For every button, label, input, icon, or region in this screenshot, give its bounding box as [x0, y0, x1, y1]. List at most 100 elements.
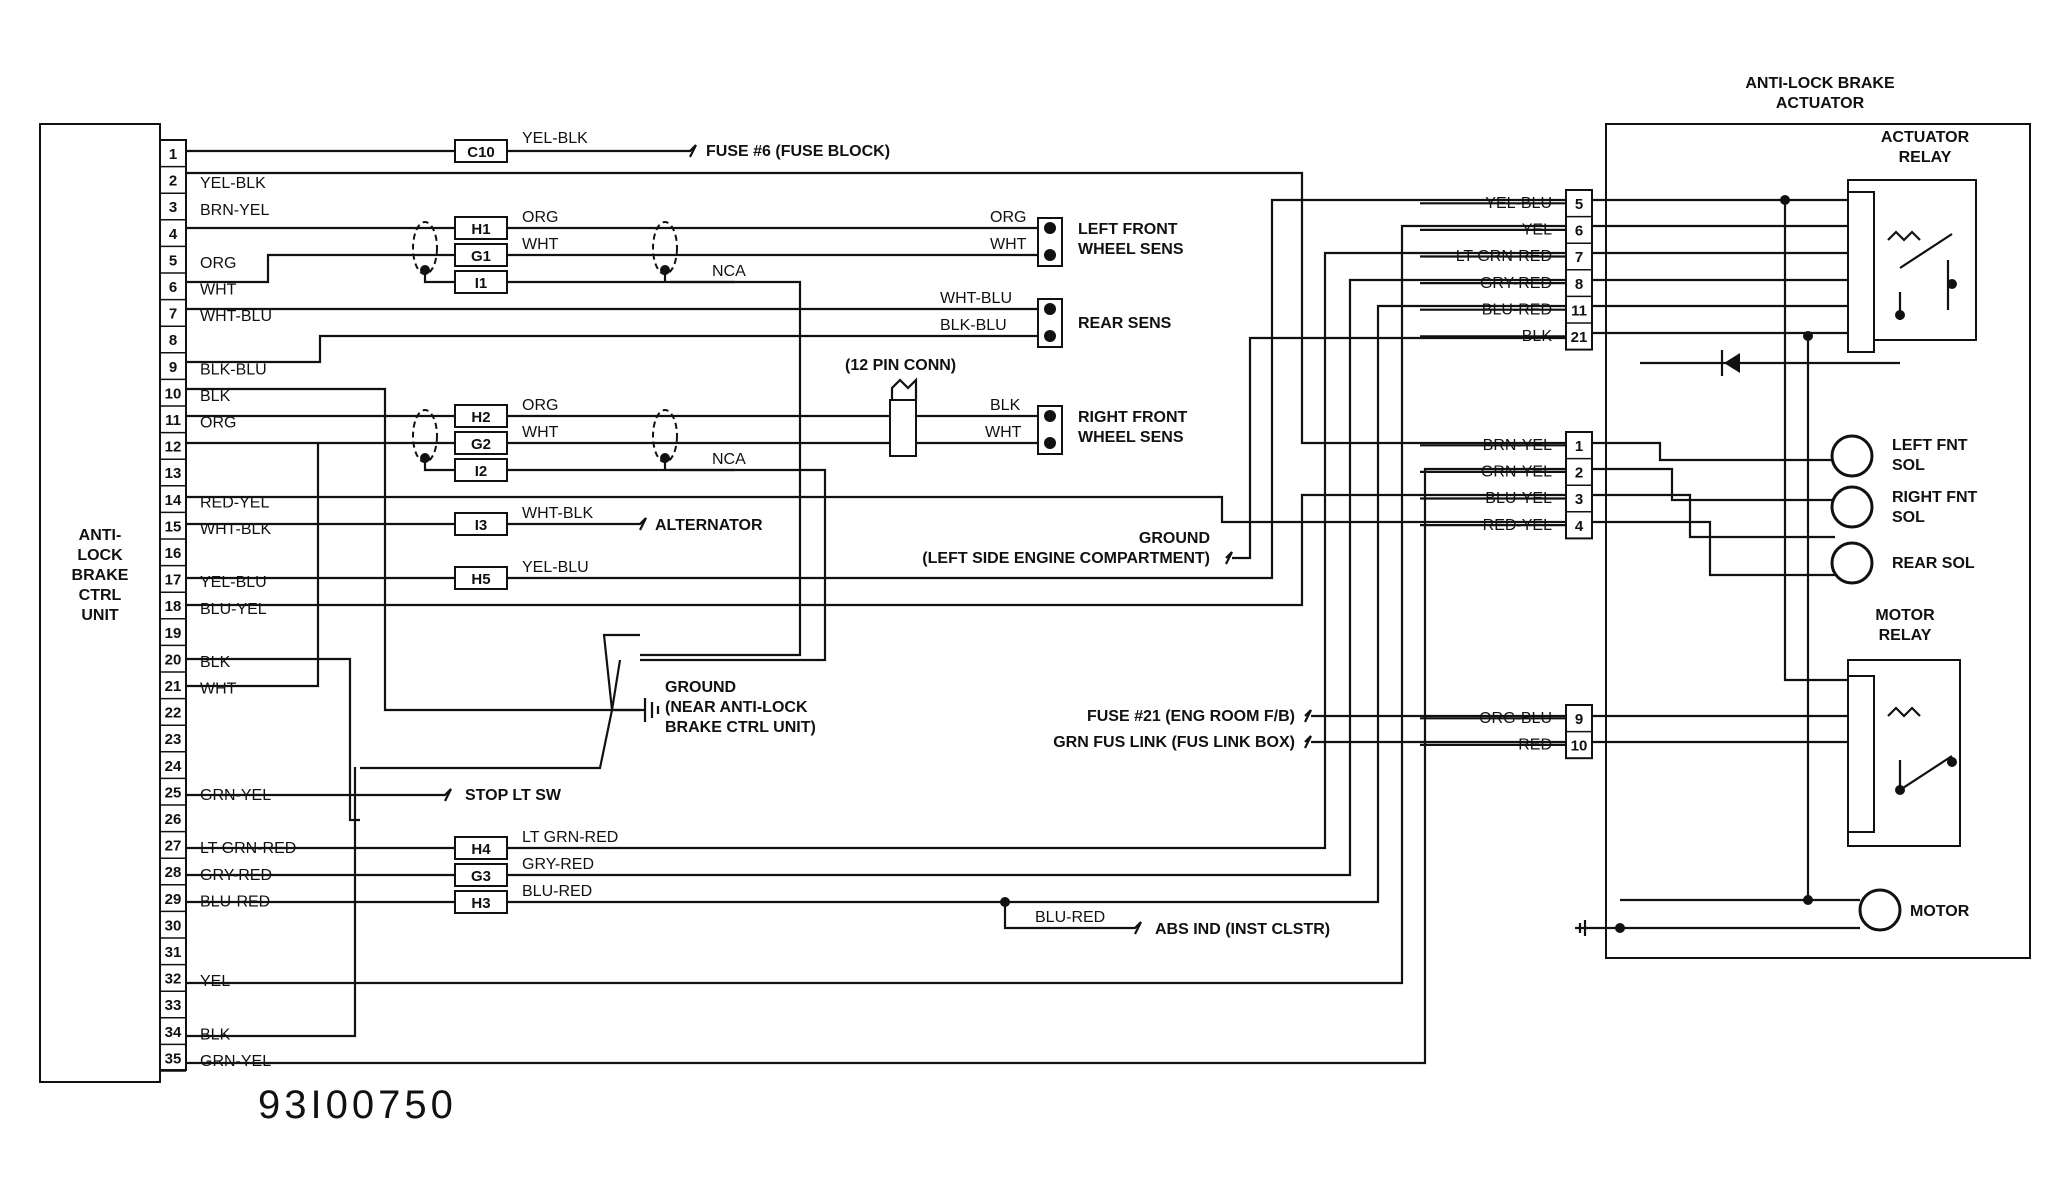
control-unit-pin-number: 29	[165, 891, 182, 908]
label-ground1-2: (LEFT SIDE ENGINE COMPARTMENT)	[922, 550, 1210, 567]
connector-i2	[454, 458, 508, 482]
wires	[186, 144, 1566, 1065]
rear-solenoid-icon	[1830, 541, 1874, 585]
control-unit-label-3: BRAKE	[72, 567, 129, 584]
relay-contact-dot	[1947, 279, 1957, 289]
ground-branches	[360, 633, 640, 770]
control-unit-pin-number: 5	[169, 252, 177, 269]
wire-pin31	[186, 224, 1566, 985]
control-unit-pin-number: 7	[169, 306, 177, 323]
label-left-front-2: WHEEL SENS	[1078, 241, 1184, 258]
connector-i3-label: I3	[475, 517, 488, 534]
label-rear-sens: REAR SENS	[1078, 315, 1172, 332]
connector-h5	[454, 566, 508, 590]
splice-dot	[1000, 897, 1010, 907]
control-unit-wire-label: YEL-BLK	[200, 175, 266, 192]
wire-pin1	[186, 144, 697, 158]
label-wht-blk: WHT-BLK	[522, 505, 593, 522]
connector-g3-label: G3	[471, 868, 491, 885]
connector-g2	[454, 431, 508, 455]
connector-h1	[454, 216, 508, 240]
control-unit-pin-number: 12	[165, 439, 182, 456]
actuator-pin-number: 10	[1571, 738, 1588, 755]
splice-dot	[660, 265, 670, 275]
connector-c10	[454, 139, 508, 163]
connector-h5-label: H5	[471, 571, 490, 588]
control-unit-pin-number: 1	[169, 146, 177, 163]
connector-i1	[454, 270, 508, 294]
control-unit-pin-number: 6	[169, 279, 177, 296]
connector-h1-label: H1	[471, 221, 490, 238]
label-grn-fus: GRN FUS LINK (FUS LINK BOX)	[1053, 734, 1295, 751]
control-unit-wire-label: YEL-BLU	[200, 574, 267, 591]
motor-icon	[1858, 888, 1902, 932]
actuator-pin-number: 11	[1571, 302, 1587, 319]
control-unit-wire-label: WHT	[200, 681, 237, 698]
control-unit-label-1: ANTI-	[79, 527, 122, 544]
wire-pin9	[186, 387, 640, 712]
wire-pin24	[186, 788, 452, 802]
actuator-pin-number: 4	[1575, 518, 1584, 535]
wire-pin34	[186, 467, 1566, 1065]
label-wht2r: WHT	[985, 424, 1022, 441]
connector-h2	[454, 404, 508, 428]
sensor-pin-dot	[1044, 303, 1056, 315]
label-org1r: ORG	[990, 209, 1026, 226]
control-unit-pin-number: 18	[165, 598, 182, 615]
sensor-pin-dot	[1044, 437, 1056, 449]
right-sol-label-2: SOL	[1892, 509, 1925, 526]
control-unit-pin-number: 33	[165, 997, 182, 1014]
connector-h3	[454, 890, 508, 914]
wire-pin14	[186, 517, 647, 531]
control-unit-pin-number: 31	[165, 944, 182, 961]
motor-relay-label-1: MOTOR	[1875, 607, 1935, 624]
connector-h2-label: H2	[471, 409, 490, 426]
control-unit-pin-number: 28	[165, 864, 182, 881]
left-solenoid-icon	[1830, 434, 1874, 478]
label-org2: ORG	[522, 397, 558, 414]
connector-h3-label: H3	[471, 895, 490, 912]
label-lt-grn-red: LT GRN-RED	[522, 829, 618, 846]
control-unit-pin-number: 23	[165, 731, 182, 748]
control-unit-label-5: UNIT	[81, 607, 119, 624]
control-unit-pin-number: 9	[169, 359, 177, 376]
sensor-pin-dot	[1044, 410, 1056, 422]
wire-fuse21	[1304, 709, 1566, 723]
wire-pin16	[186, 198, 1566, 580]
wire-grn-fus	[1304, 735, 1566, 749]
actuator-pin-number: 8	[1575, 276, 1583, 293]
control-unit-label-2: LOCK	[77, 547, 123, 564]
label-wht-blu: WHT-BLU	[940, 290, 1012, 307]
splice-dot	[660, 453, 670, 463]
control-unit-wire-label: BLU-YEL	[200, 601, 267, 618]
wire-pin13	[186, 495, 1566, 524]
control-unit-wire-label: RED-YEL	[200, 494, 269, 511]
control-unit-pin-number: 15	[165, 518, 182, 535]
motor-relay-label-2: RELAY	[1879, 627, 1932, 644]
label-blk-blu: BLK-BLU	[940, 317, 1007, 334]
connector-c10-label: C10	[467, 144, 495, 161]
connector-g2-label: G2	[471, 436, 491, 453]
actuator-ground-icon	[1575, 920, 1620, 936]
ground-symbol-ecu	[612, 698, 660, 722]
label-abs-ind: ABS IND (INST CLSTR)	[1155, 921, 1330, 938]
motor-label: MOTOR	[1910, 903, 1970, 920]
wire-pin5	[186, 253, 1048, 284]
twelve-pin-connector-break	[890, 377, 918, 400]
label-right-front-1: RIGHT FRONT	[1078, 409, 1188, 426]
connector-h4	[454, 836, 508, 860]
sensor-pin-dot	[1044, 222, 1056, 234]
connector-g3	[454, 863, 508, 887]
control-unit-pin-number: 26	[165, 811, 182, 828]
control-unit-pin-number: 13	[165, 465, 182, 482]
control-unit-pin-number: 11	[165, 412, 181, 429]
control-unit-pin-number: 4	[169, 226, 178, 243]
control-unit-wire-label: BLK-BLU	[200, 361, 267, 378]
actuator-title-1: ANTI-LOCK BRAKE	[1745, 75, 1895, 92]
label-wht1: WHT	[522, 236, 559, 253]
control-unit-wire-label: BLK	[200, 388, 231, 405]
wire-pin26	[186, 251, 1566, 850]
label-ground2-3: BRAKE CTRL UNIT)	[665, 719, 816, 736]
control-unit-pins: 1234567891011121314151617181920212223242…	[160, 146, 296, 1072]
